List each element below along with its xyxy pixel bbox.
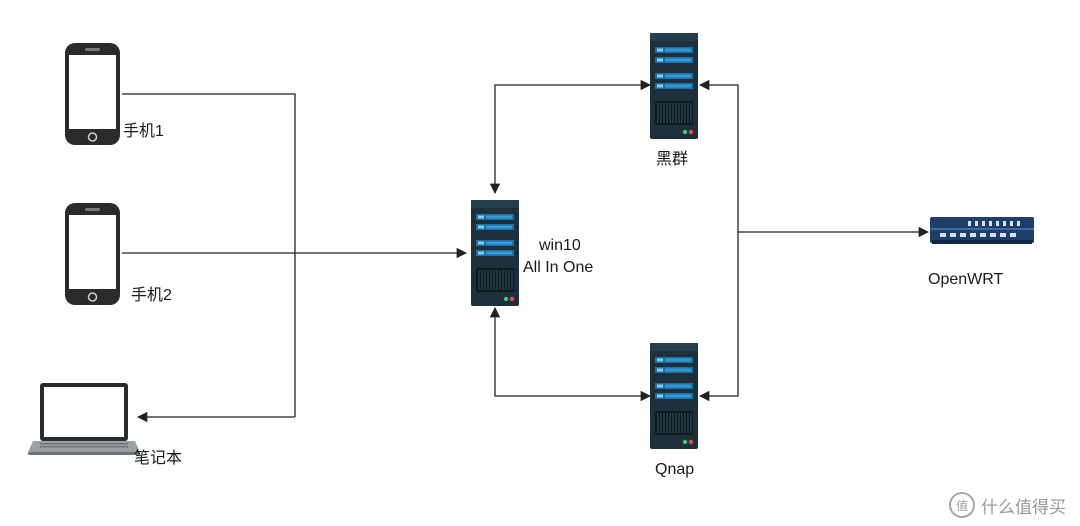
main-server-label-line1: win10 [538,237,581,254]
top-server-label: 黑群 [656,150,688,168]
laptop-node: 笔记本 [28,383,182,467]
watermark-logo-icon: 值 [949,492,975,518]
main-to-top-server-line [489,79,652,195]
laptop-icon [28,383,140,455]
phone1-label: 手机1 [123,122,164,140]
server-icon [649,342,699,450]
watermark-text: 什么值得买 [981,497,1066,518]
smartphone-icon [64,202,121,306]
phone1-node: 手机1 [64,42,164,146]
router-icon [930,217,1034,244]
phone2-label: 手机2 [131,286,172,304]
server-icon [649,32,699,140]
router-to-bottom-server-line [698,232,739,402]
smartphone-icon [64,42,121,146]
bottom-server-label: Qnap [655,461,694,478]
laptop-label: 笔记本 [134,449,182,467]
router-to-top-server-line [698,79,739,232]
top-server-node: 黑群 [649,32,699,168]
router-label: OpenWRT [928,271,1004,288]
main-server-label-line2: All In One [523,259,593,276]
phone1-to-hub-line [122,93,296,417]
server-icon [470,199,520,307]
bottom-server-node: Qnap [649,342,699,478]
watermark: 值 什么值得买 [949,492,1066,518]
main-to-bottom-server-line [489,306,652,402]
phone2-node: 手机2 [64,202,172,306]
main-server-node: win10 All In One [470,199,593,307]
router-node: OpenWRT [928,217,1034,288]
connector-lines [122,79,930,423]
